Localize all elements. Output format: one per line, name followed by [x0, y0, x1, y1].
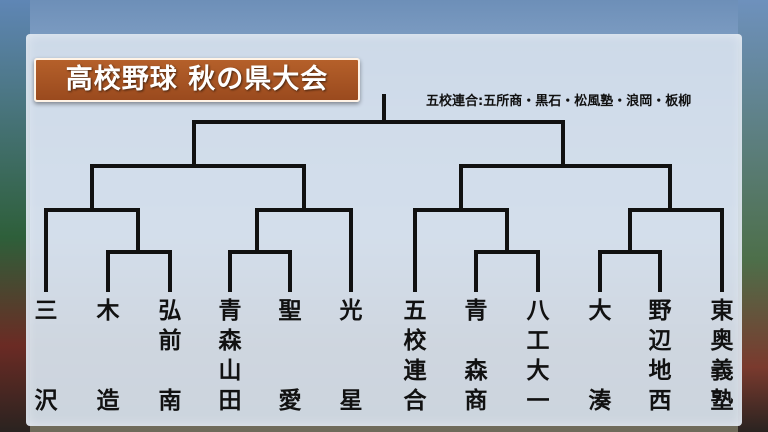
page-title: 高校野球 秋の県大会 — [34, 58, 360, 102]
team-aomoriyamada: 青森山田 — [218, 298, 242, 414]
team-gokorengo: 五校連合 — [403, 298, 427, 414]
team-ominato: 大湊 — [588, 298, 612, 414]
background-left-edge — [0, 0, 30, 432]
team-toogijuku: 東奥義塾 — [710, 298, 734, 414]
team-misawa: 三沢 — [34, 298, 58, 414]
team-kizukuri: 木造 — [96, 298, 120, 414]
team-nohejinishi: 野辺地西 — [648, 298, 672, 414]
team-hachikodaiichi: 八工大一 — [526, 298, 550, 414]
team-seiai: 聖愛 — [278, 298, 302, 414]
background-right-edge — [738, 0, 768, 432]
team-union-note: 五校連合:五所商・黒石・松風塾・浪岡・板柳 — [426, 94, 692, 109]
team-hirosakiminami: 弘前南 — [158, 298, 182, 414]
team-kosei: 光星 — [339, 298, 363, 414]
team-aomorisho: 青森商 — [464, 298, 488, 414]
